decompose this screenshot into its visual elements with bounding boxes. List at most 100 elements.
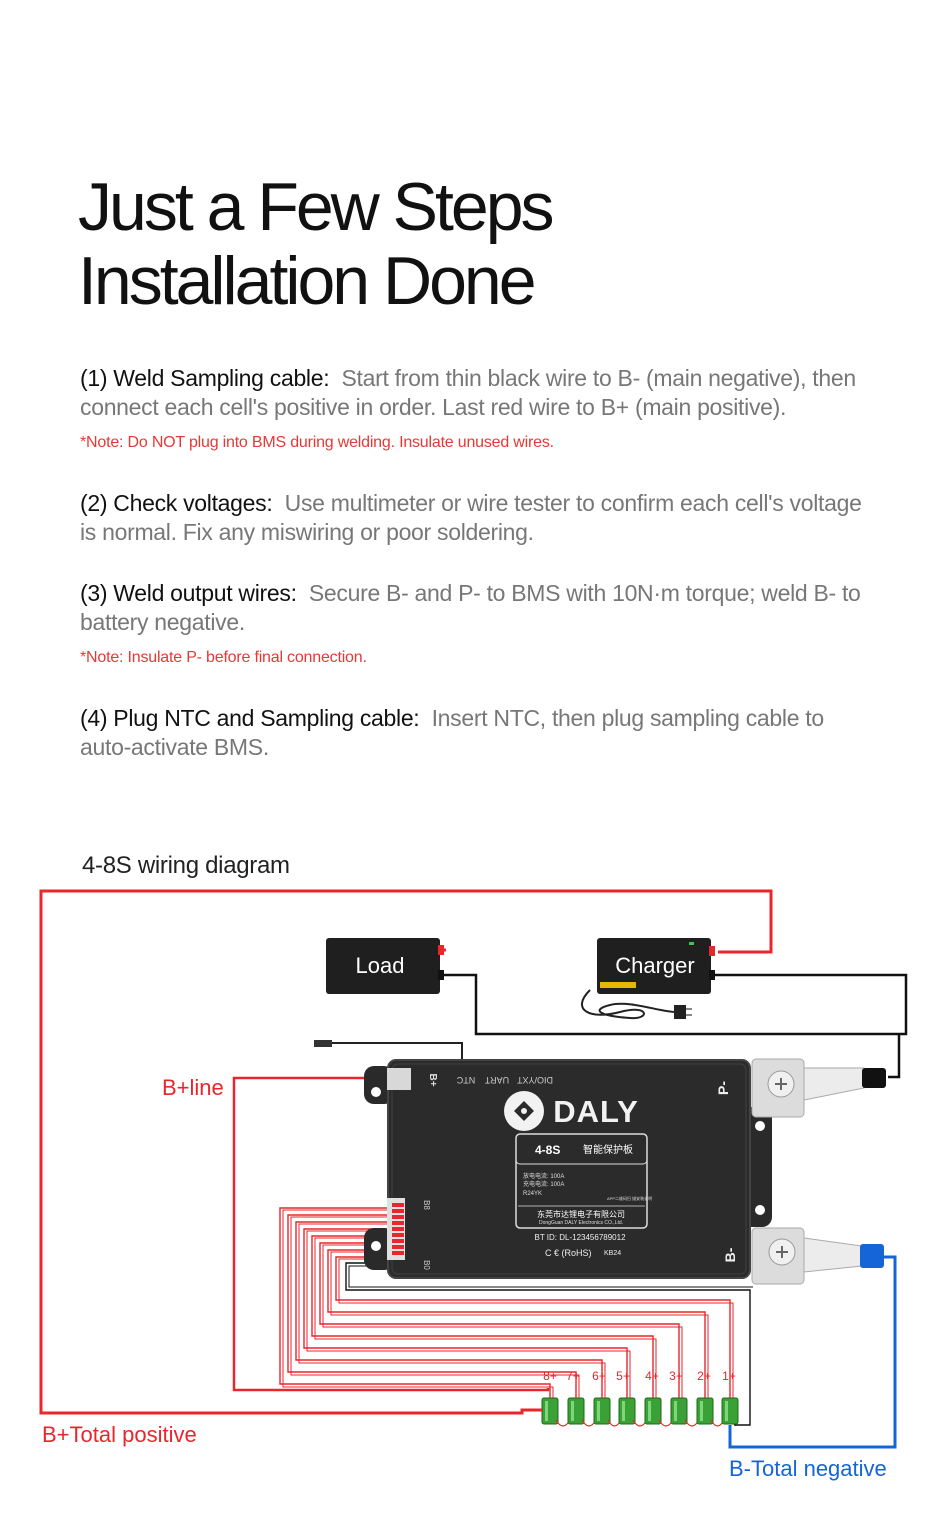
sampling-pin bbox=[392, 1233, 404, 1237]
b-minus-lug bbox=[803, 1237, 863, 1273]
bms-company-cn: 东莞市达锂电子有限公司 bbox=[537, 1209, 625, 1219]
bms-company-en: DongGuan DALY Electronics CO.,Ltd. bbox=[539, 1220, 623, 1226]
terminal-label-p: P- bbox=[715, 1081, 731, 1095]
charger-device: Charger bbox=[580, 938, 715, 1020]
cell-label: 4+ bbox=[645, 1369, 659, 1383]
ntc-probe-icon bbox=[314, 1040, 332, 1047]
cell-label: 1+ bbox=[722, 1369, 736, 1383]
sampling-wire bbox=[327, 1249, 706, 1398]
port-label-uart: UART bbox=[484, 1075, 509, 1085]
step-1-text: Start from thin black wire to B- (main n… bbox=[80, 365, 856, 420]
cell-label: 2+ bbox=[697, 1369, 711, 1383]
battery-cell bbox=[541, 1397, 559, 1425]
pin-label-b8: B8 bbox=[422, 1200, 431, 1210]
sampling-wire bbox=[290, 1216, 580, 1398]
cell-label: 5+ bbox=[616, 1369, 630, 1383]
bms-model-cn: 智能保护板 bbox=[583, 1143, 633, 1156]
step-1: (1) Weld Sampling cable: Start from thin… bbox=[80, 364, 880, 422]
total-negative-label: B-Total negative bbox=[729, 1456, 887, 1481]
sampling-pin bbox=[392, 1215, 404, 1219]
charger-warning-sticker bbox=[600, 982, 636, 988]
sampling-wire bbox=[306, 1230, 631, 1398]
b-minus-terminal bbox=[751, 1227, 884, 1285]
battery-cells: 8+7+6+5+4+3+2+1+ bbox=[508, 1369, 739, 1427]
load-negative-wire bbox=[440, 973, 908, 1036]
charger-led-icon bbox=[689, 942, 694, 945]
p-minus-heatshrink bbox=[862, 1068, 886, 1088]
charger-cord bbox=[580, 989, 677, 1020]
battery-cell bbox=[593, 1397, 611, 1425]
sampling-pin bbox=[392, 1209, 404, 1213]
sampling-wire bbox=[335, 1256, 731, 1398]
bplus-line-label: B+line bbox=[162, 1075, 224, 1100]
sampling-wire bbox=[330, 1251, 709, 1398]
load-device: Load bbox=[326, 938, 444, 994]
load-positive-terminal bbox=[438, 945, 444, 955]
step-1-label: (1) Weld Sampling cable: bbox=[80, 365, 330, 391]
bplus-port bbox=[387, 1068, 411, 1090]
sampling-wire bbox=[279, 1207, 551, 1398]
bms-bt-id: BT ID: DL-123456789012 bbox=[534, 1233, 626, 1242]
charger-positive-terminal bbox=[709, 946, 715, 956]
headline-line-1: Just a Few Steps bbox=[78, 169, 555, 245]
bms-unit: B+ NTC UART DIO/YXT B8 B0 P- B- DALY 4-8… bbox=[314, 1040, 772, 1279]
cell-label: 6+ bbox=[592, 1369, 606, 1383]
bms-model: 4-8S bbox=[535, 1143, 560, 1157]
bms-cert: C € (RoHS) bbox=[545, 1248, 592, 1258]
sampling-pin bbox=[392, 1221, 404, 1225]
step-1-note: *Note: Do NOT plug into BMS during weldi… bbox=[80, 434, 554, 451]
diagram-title: 4-8S wiring diagram bbox=[82, 852, 290, 879]
charger-label: Charger bbox=[615, 953, 694, 978]
sampling-wire bbox=[322, 1244, 683, 1398]
ntc-probe-cable bbox=[314, 1042, 463, 1062]
headline-line-2: Installation Done bbox=[78, 243, 537, 319]
sampling-pin bbox=[392, 1251, 404, 1255]
step-3-note: *Note: Insulate P- before final connecti… bbox=[80, 649, 367, 666]
port-label-dio: DIO/YXT bbox=[517, 1075, 554, 1085]
bms-spec-1: 放电电流: 100A bbox=[523, 1172, 564, 1180]
b-minus-heatshrink bbox=[860, 1244, 884, 1268]
sampling-wire bbox=[282, 1209, 554, 1398]
step-3: (3) Weld output wires: Secure B- and P- … bbox=[80, 579, 880, 637]
battery-cell bbox=[567, 1397, 585, 1425]
charger-box bbox=[597, 938, 711, 994]
load-box bbox=[326, 938, 440, 994]
sampling-wire bbox=[303, 1228, 628, 1398]
sampling-pin bbox=[392, 1245, 404, 1249]
mount-tab-top-left bbox=[364, 1066, 394, 1104]
p-minus-lug bbox=[803, 1067, 865, 1101]
sampling-port-pins bbox=[392, 1203, 404, 1255]
bms-kb: KB24 bbox=[604, 1250, 621, 1257]
total-negative-wire bbox=[728, 1255, 897, 1449]
total-positive-lead bbox=[508, 1408, 542, 1415]
load-label: Load bbox=[356, 953, 405, 978]
plug-icon bbox=[674, 1005, 686, 1019]
port-label-ntc: NTC bbox=[456, 1075, 475, 1085]
bms-spec-2: 充电电流: 100A bbox=[523, 1180, 564, 1188]
sampling-wire bbox=[338, 1258, 734, 1398]
cell-label: 3+ bbox=[669, 1369, 683, 1383]
p-minus-terminal bbox=[751, 1058, 886, 1118]
bplus-sense-wire bbox=[232, 1076, 550, 1392]
sampling-wire bbox=[314, 1237, 657, 1398]
load-negative-terminal bbox=[438, 970, 444, 980]
total-positive-label: B+Total positive bbox=[42, 1422, 197, 1447]
battery-cell bbox=[644, 1397, 662, 1425]
sampling-wire bbox=[287, 1214, 577, 1398]
sampling-wire bbox=[295, 1221, 603, 1398]
output-wires bbox=[440, 973, 908, 1079]
battery-cell bbox=[696, 1397, 714, 1425]
step-3-label: (3) Weld output wires: bbox=[80, 580, 297, 606]
step-4-text: Insert NTC, then plug sampling cable to … bbox=[80, 705, 824, 760]
port-label-bplus: B+ bbox=[427, 1073, 438, 1086]
battery-cell bbox=[670, 1397, 688, 1425]
sampling-pin bbox=[392, 1203, 404, 1207]
battery-cell bbox=[721, 1397, 739, 1425]
bms-app-note: APP二维码扫 描安装说明 bbox=[607, 1195, 652, 1201]
step-3-text: Secure B- and P- to BMS with 10N·m torqu… bbox=[80, 580, 861, 635]
bms-spec-3: R24YK bbox=[523, 1191, 542, 1197]
step-4: (4) Plug NTC and Sampling cable: Insert … bbox=[80, 704, 880, 762]
bms-brand: DALY bbox=[553, 1094, 639, 1129]
battery-cell bbox=[618, 1397, 636, 1425]
